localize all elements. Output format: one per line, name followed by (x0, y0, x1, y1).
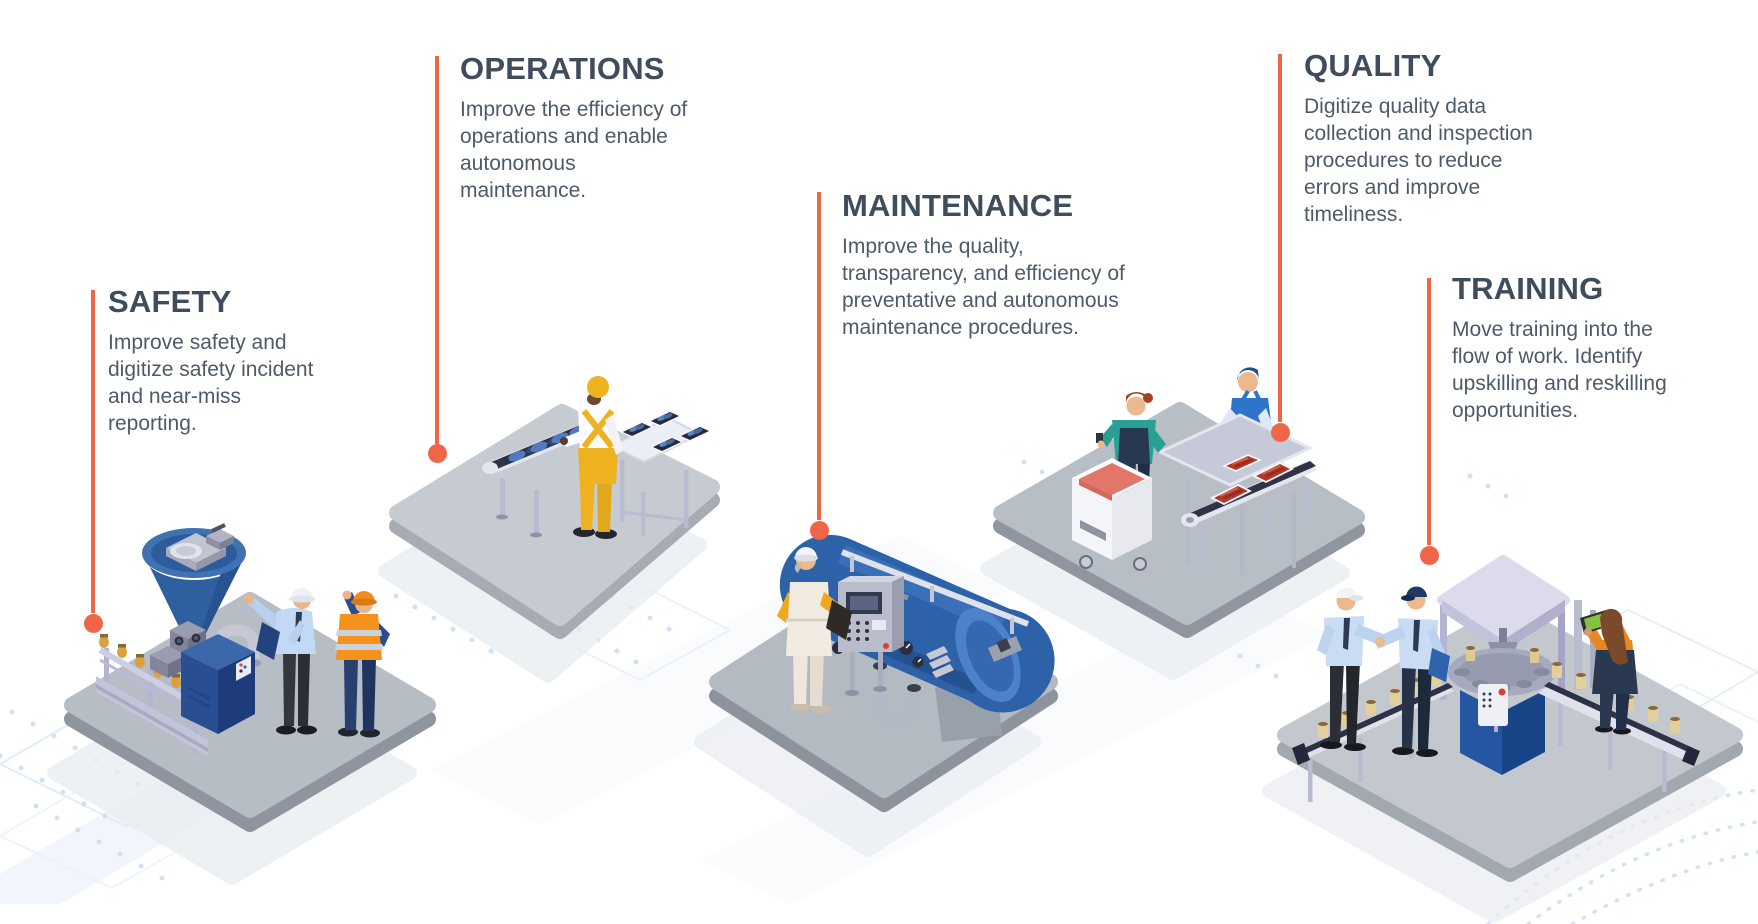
maintenance-connector-dot (810, 521, 829, 540)
safety-title: SAFETY (108, 284, 232, 319)
operations-description: Improve the efficiency of operations and… (460, 98, 688, 202)
safety-worker-supervisor (244, 588, 317, 735)
quality-illustration (993, 367, 1365, 638)
maintenance-worker (777, 547, 852, 714)
quality-title: QUALITY (1304, 48, 1442, 83)
fish-tray-table (609, 410, 712, 536)
operations-illustration (389, 376, 720, 639)
hopper-machine (142, 523, 261, 734)
platter-jars (1466, 646, 1539, 663)
quality-description: Digitize quality data collection and ins… (1304, 95, 1533, 226)
fish-trays (620, 410, 712, 453)
meat-cart (1072, 458, 1152, 571)
training-connector-line (1427, 278, 1431, 545)
training-title: TRAINING (1452, 271, 1604, 306)
training-illustration (1277, 555, 1743, 882)
operations-connector-dot (428, 444, 447, 463)
quality-connector-line (1278, 54, 1282, 422)
training-woman-tablet (1580, 608, 1638, 735)
safety-illustration (64, 523, 436, 832)
maintenance-connector-line (817, 192, 821, 520)
filling-machine (1437, 555, 1596, 775)
safety-description: Improve safety and digitize safety incid… (108, 331, 314, 435)
training-man-navy-cap (1374, 586, 1450, 757)
training-connector-dot (1420, 546, 1439, 565)
quality-conveyor (1181, 461, 1317, 568)
operations-title: OPERATIONS (460, 51, 665, 86)
operations-connector-line (435, 56, 439, 444)
quality-connector-dot (1271, 423, 1290, 442)
maintenance-description: Improve the quality, transparency, and e… (842, 235, 1125, 339)
safety-worker-vest (335, 590, 390, 738)
maintenance-illustration (709, 534, 1058, 812)
safety-connector-line (91, 290, 95, 613)
training-man-white-cap (1317, 587, 1388, 751)
safety-connector-dot (84, 614, 103, 633)
training-description: Move training into the flow of work. Ide… (1452, 318, 1667, 422)
operations-worker (560, 376, 624, 539)
safety-conveyor (96, 634, 210, 756)
maintenance-title: MAINTENANCE (842, 188, 1074, 223)
